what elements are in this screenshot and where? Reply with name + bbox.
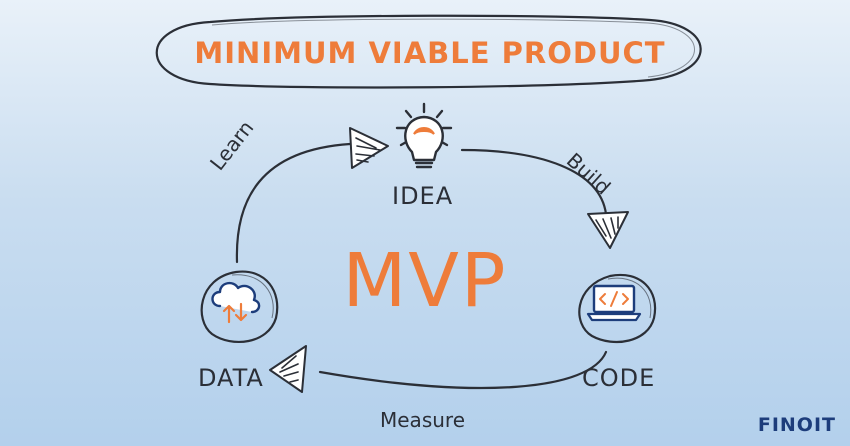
build-arrowhead	[587, 211, 629, 249]
lightbulb-icon	[395, 102, 453, 169]
data-label: DATA	[198, 364, 264, 392]
cloud-transfer-icon	[211, 281, 261, 324]
page-title: MINIMUM VIABLE PRODUCT	[194, 36, 666, 70]
finoit-logo: FINOIT	[757, 414, 836, 436]
data-node-circle	[200, 270, 279, 344]
measure-label: Measure	[380, 408, 465, 432]
learn-arrowhead	[349, 127, 389, 169]
code-label: CODE	[582, 364, 656, 392]
measure-arrow-path	[318, 350, 608, 390]
laptop-code-icon	[586, 284, 642, 322]
mvp-center-label: MVP	[342, 238, 508, 324]
title-banner	[155, 14, 702, 89]
build-arrow-path	[460, 148, 608, 216]
measure-arrowhead	[269, 345, 307, 393]
idea-label: IDEA	[392, 182, 454, 210]
learn-arrow-path	[235, 142, 352, 264]
code-node-circle	[578, 273, 657, 344]
